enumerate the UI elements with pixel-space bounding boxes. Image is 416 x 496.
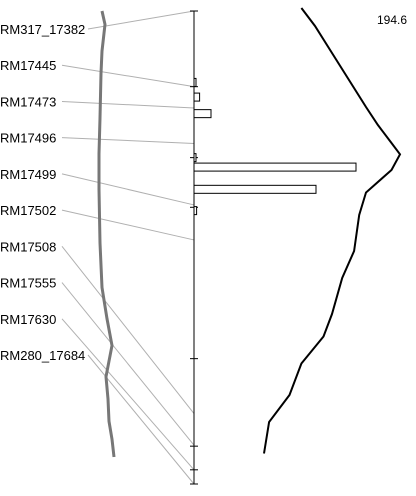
connector-line — [61, 282, 195, 446]
marker-label: RM17630 — [0, 312, 56, 327]
bar — [193, 153, 197, 163]
marker-label: RM17473 — [0, 94, 56, 109]
marker-label: RM17508 — [0, 239, 56, 254]
marker-label: RM280_17684 — [0, 348, 85, 363]
association-profile-curve — [263, 7, 402, 454]
bar — [193, 92, 201, 102]
connector-line — [61, 246, 195, 414]
genetic-map-line — [97, 10, 116, 458]
marker-labels: RM317_17382RM17445RM17473RM17496RM17499R… — [0, 22, 85, 363]
connector-line — [61, 137, 195, 144]
bar — [193, 162, 357, 172]
connector-line — [61, 100, 195, 109]
connector-line — [61, 173, 195, 206]
marker-label: RM17445 — [0, 58, 56, 73]
marker-label: RM317_17382 — [0, 22, 85, 37]
bar — [193, 109, 212, 119]
marker-connectors — [61, 10, 195, 485]
bar-group — [193, 77, 357, 216]
marker-label: RM17499 — [0, 167, 56, 182]
bar — [193, 206, 198, 216]
max-value-label: 194.6 — [377, 13, 407, 27]
connector-line — [61, 64, 195, 88]
marker-label: RM17502 — [0, 203, 56, 218]
connector-line — [87, 354, 195, 485]
bar — [193, 184, 317, 194]
connector-line — [61, 318, 195, 471]
marker-label: RM17555 — [0, 276, 56, 291]
connector-line — [61, 209, 195, 241]
bar — [193, 77, 197, 87]
marker-label: RM17496 — [0, 131, 56, 146]
